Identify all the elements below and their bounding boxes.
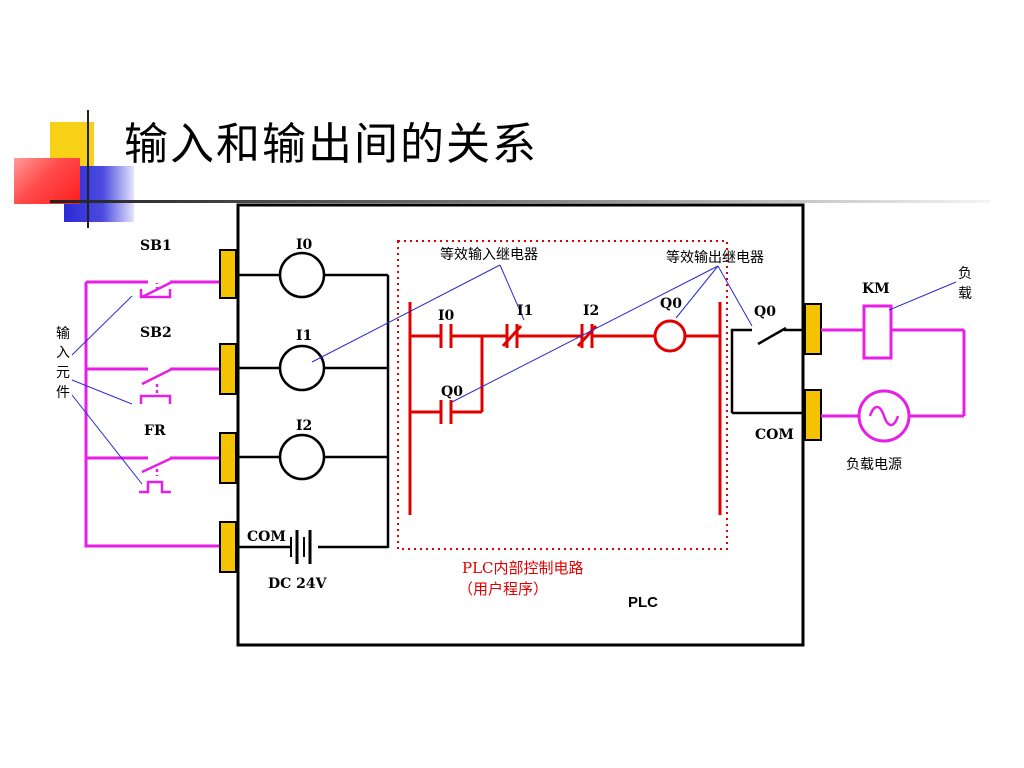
terminal-q0 — [804, 303, 822, 355]
label-sb2: SB2 — [140, 325, 172, 341]
label-ld-i2: I2 — [583, 303, 599, 319]
sb1-switch — [139, 280, 173, 299]
page-title: 输入和输出间的关系 — [124, 119, 538, 170]
label-load-2: 载 — [958, 286, 972, 302]
label-user-program: （用户程序） — [458, 580, 548, 598]
terminal-com-out — [804, 389, 822, 441]
terminal-com-in — [219, 521, 237, 573]
km-coil — [862, 304, 893, 360]
label-com-out: COM — [755, 427, 794, 443]
label-plc-internal: PLC内部控制电路 — [462, 559, 584, 577]
label-fr: FR — [144, 423, 166, 439]
label-load-1: 负 — [958, 266, 972, 282]
label-coil-i0: I0 — [296, 237, 313, 253]
deco-red-square — [14, 158, 80, 204]
output-terminals — [804, 303, 822, 441]
label-plc: PLC — [628, 594, 658, 611]
label-sb1: SB1 — [140, 238, 172, 254]
label-input-elem-1: 输 — [56, 326, 70, 342]
label-coil-i2: I2 — [296, 418, 312, 434]
deco-vertical-line — [87, 110, 89, 228]
label-load-power: 负载电源 — [846, 457, 902, 473]
label-eq-output: 等效输出继电器 — [666, 249, 764, 266]
label-coil-i1: I1 — [296, 328, 312, 344]
sb2-switch — [139, 367, 173, 404]
pointer-lines — [71, 264, 957, 485]
output-contact-q0 — [730, 326, 805, 415]
battery-icon — [290, 530, 312, 564]
plc-frame — [236, 203, 805, 647]
label-input-elem-3: 元 — [56, 365, 70, 381]
label-ld-q0-coil: Q0 — [660, 296, 682, 312]
label-ld-i0: I0 — [438, 308, 455, 324]
coil-i0 — [278, 251, 326, 299]
input-wiring — [84, 280, 222, 548]
deco-horizontal-line — [50, 200, 990, 203]
terminal-i2 — [219, 432, 237, 484]
label-dc: DC 24V — [268, 576, 328, 592]
label-km: KM — [862, 281, 890, 297]
label-ld-i1: I1 — [517, 303, 533, 319]
label-eq-input: 等效输入继电器 — [440, 246, 538, 263]
label-ld-q0-contact: Q0 — [441, 384, 463, 400]
coil-i2 — [278, 433, 326, 481]
label-com-in: COM — [247, 529, 286, 545]
label-input-elem-2: 入 — [56, 345, 70, 361]
terminal-i0 — [219, 249, 237, 299]
label-input-elem-4: 件 — [56, 385, 70, 401]
ac-source-icon — [857, 389, 911, 443]
input-terminals — [219, 249, 237, 573]
fr-contact — [139, 456, 173, 494]
coil-i1 — [278, 344, 326, 392]
output-wiring — [821, 304, 966, 443]
label-out-q0: Q0 — [754, 304, 776, 320]
ladder-diagram — [408, 302, 722, 515]
input-coils-wiring — [236, 251, 390, 549]
terminal-i1 — [219, 343, 237, 395]
